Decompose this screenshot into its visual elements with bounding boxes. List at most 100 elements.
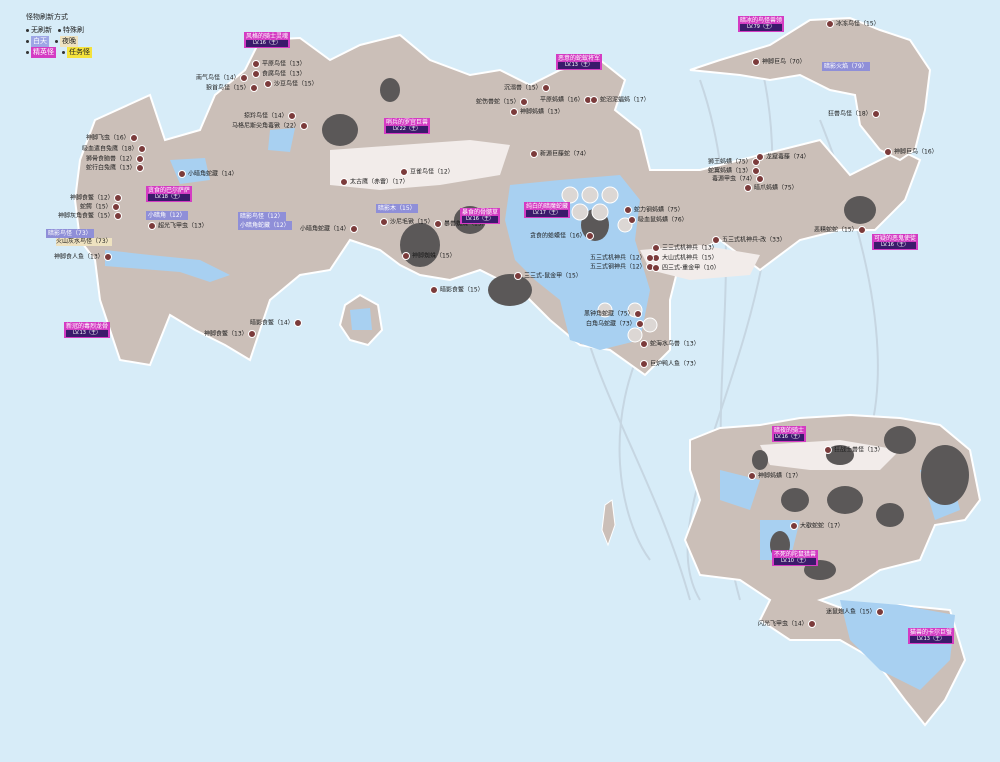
- monster-marker[interactable]: 蛇力钢蚂蟥（75）: [624, 206, 684, 215]
- monster-marker[interactable]: 小暗角蛇藏（14）: [300, 225, 360, 234]
- monster-marker[interactable]: 狮王蚂蟥（75）: [708, 158, 762, 167]
- boss-name: 风格的骑士灵魂: [246, 33, 289, 40]
- south-islet: [601, 499, 616, 547]
- monster-text: 大山式机神兵（15）: [662, 254, 718, 262]
- monster-marker[interactable]: 龙窟毒藤（74）: [756, 153, 810, 162]
- monster-marker[interactable]: 神脚巨鸟（70）: [752, 58, 806, 67]
- monster-marker[interactable]: 平原蚂蟥（16）: [540, 96, 594, 105]
- monster-marker[interactable]: 白角乌蛇藏（73）: [586, 320, 646, 329]
- rare-tag[interactable]: 暗影鸟怪（73）: [46, 229, 94, 238]
- monster-marker[interactable]: 神脚食鳖（13）: [204, 330, 258, 339]
- monster-marker[interactable]: 神脚飞虫（16）: [86, 134, 140, 143]
- monster-text: 五三式机神兵-改（33）: [722, 236, 786, 244]
- rare-tag[interactable]: 暗影木（15）: [376, 204, 418, 213]
- monster-marker[interactable]: 沙尼毛锹（15）: [380, 218, 434, 227]
- boss-level: LV.13（王）: [66, 330, 109, 337]
- rare-tag[interactable]: 小暗角（12）: [146, 211, 188, 220]
- monster-text: 神脚灰角食鳖（15）: [58, 212, 114, 220]
- monster-marker[interactable]: 大山式机神兵（15）: [652, 254, 718, 263]
- monster-text: 火山灰水鸟怪（73）: [56, 238, 112, 245]
- monster-marker[interactable]: 食腐鸟怪（13）: [252, 70, 306, 79]
- monster-marker[interactable]: 蛇海水鸟兽（13）: [640, 340, 700, 349]
- monster-marker[interactable]: 沉溺兽（15）: [504, 84, 552, 93]
- monster-marker[interactable]: 巨炉鸭人鱼（73）: [640, 360, 700, 369]
- monster-marker[interactable]: 五三式钢神兵（12）: [590, 263, 656, 272]
- monster-marker[interactable]: 神脚蚂蟥（13）: [510, 108, 564, 117]
- monster-marker[interactable]: 神脚巨鸟（16）: [884, 148, 938, 157]
- monster-marker[interactable]: 四三式-重金甲（10）: [652, 264, 720, 273]
- monster-marker[interactable]: 马格尼斯尖角毒锹（22）: [232, 122, 310, 131]
- monster-marker[interactable]: 超光飞甲虫（13）: [148, 222, 208, 231]
- monster-marker[interactable]: 神脚蚂蟥（17）: [748, 472, 802, 481]
- monster-marker[interactable]: 黑钟角蛇藏（75）: [584, 310, 644, 319]
- monster-marker[interactable]: 南气鸟怪（14）: [196, 74, 250, 83]
- monster-marker[interactable]: 蛇行白兔鹰（13）: [86, 164, 146, 173]
- monster-marker[interactable]: 狮骨食脑兽（12）: [86, 155, 146, 164]
- monster-marker[interactable]: 蛇翼蚂蟥（13）: [708, 167, 762, 176]
- monster-marker[interactable]: 三三式机神兵（13）: [652, 244, 718, 253]
- rare-tag[interactable]: 暗影火焰（79）: [822, 62, 870, 71]
- monster-marker[interactable]: 大歇蛇蛇（17）: [790, 522, 844, 531]
- monster-marker[interactable]: 毒源甲虫（74）: [712, 175, 766, 184]
- boss-name: 猫兽的卡尔巨蟹: [910, 629, 953, 636]
- monster-marker[interactable]: 贪食的蛤蟆怪（16）: [530, 232, 596, 241]
- monster-marker[interactable]: 暴兽蜘蛛（15）: [434, 220, 488, 229]
- monster-marker[interactable]: 吸血遣自兔鹰（18）: [82, 145, 148, 154]
- monster-marker[interactable]: 蛇鳄（15）: [80, 203, 122, 212]
- monster-text: 神脚食人鱼（13）: [54, 253, 104, 261]
- monster-marker[interactable]: 闪光飞甲虫（14）: [758, 620, 818, 629]
- monster-marker[interactable]: 神脚食人鱼（13）: [54, 253, 114, 262]
- monster-marker[interactable]: 小暗角蛇藏（14）: [178, 170, 238, 179]
- monster-text: 三三式-鼠金甲（15）: [524, 272, 582, 280]
- monster-marker[interactable]: 冰冻鸟怪（15）: [826, 20, 880, 29]
- boss-name: 暴食的骨髓草: [462, 209, 499, 216]
- monster-marker[interactable]: 五三式机神兵-改（33）: [712, 236, 786, 245]
- monster-marker[interactable]: 神脚灰角食鳖（15）: [58, 212, 124, 221]
- monster-marker[interactable]: 狂战士兽怪（13）: [824, 446, 884, 455]
- monster-marker[interactable]: 恶精蛇蛇（15）: [814, 226, 868, 235]
- monster-marker[interactable]: 神脚食鳖（12）: [70, 194, 124, 203]
- monster-marker[interactable]: 新源巨藤蛇（74）: [530, 150, 590, 159]
- rare-tag[interactable]: 小暗角蛇藏（12）: [238, 221, 292, 230]
- monster-marker[interactable]: 沙豆鸟怪（15）: [264, 80, 318, 89]
- monster-marker[interactable]: 蛇沼泥蝠蚂（17）: [590, 96, 650, 105]
- monster-marker[interactable]: 三三式-鼠金甲（15）: [514, 272, 582, 281]
- boss-name: 不死的陀鼠猎兽: [774, 551, 817, 558]
- legend-item: 无刷新: [31, 26, 52, 34]
- monster-marker[interactable]: 火山灰水鸟怪（73）: [56, 238, 112, 246]
- monster-text: 五三式机神兵（12）: [590, 254, 646, 262]
- monster-marker[interactable]: 狂兽鸟怪（18）: [828, 110, 882, 119]
- monster-marker[interactable]: 五三式机神兵（12）: [590, 254, 656, 263]
- monster-marker[interactable]: 太古鹰（赤雷）（17）: [340, 178, 409, 187]
- monster-marker[interactable]: 蛇伤兽蛇（15）: [476, 98, 530, 107]
- monster-marker[interactable]: 神脚蜘蛛（15）: [402, 252, 456, 261]
- monster-marker[interactable]: 豆雀鸟怪（12）: [400, 168, 454, 177]
- monster-text: 蛇力钢蚂蟥（75）: [634, 206, 684, 214]
- monster-marker[interactable]: 迷鼠炮人鱼（15）: [826, 608, 886, 617]
- monster-marker[interactable]: 暗影食鳖（15）: [430, 286, 484, 295]
- monster-marker[interactable]: 狼首鸟怪（15）: [206, 84, 260, 93]
- monster-marker[interactable]: 吸血鼠蚂蟥（76）: [628, 216, 688, 225]
- monster-text: 食腐鸟怪（13）: [262, 70, 306, 78]
- boss-name: 新冠的毒烈龙骨: [66, 323, 109, 330]
- rare-tag[interactable]: 暗影鸟怪（12）: [238, 212, 286, 221]
- monster-marker[interactable]: 平原鸟怪（13）: [252, 60, 306, 69]
- monster-marker[interactable]: 暗爪蚂蟥（75）: [744, 184, 798, 193]
- monster-text: 小暗角蛇藏（14）: [188, 170, 238, 178]
- monster-marker[interactable]: 暗影食鳖（14）: [250, 319, 304, 328]
- monster-text: 平原鸟怪（13）: [262, 60, 306, 68]
- monster-marker[interactable]: 掠羚鸟怪（14）: [244, 112, 298, 121]
